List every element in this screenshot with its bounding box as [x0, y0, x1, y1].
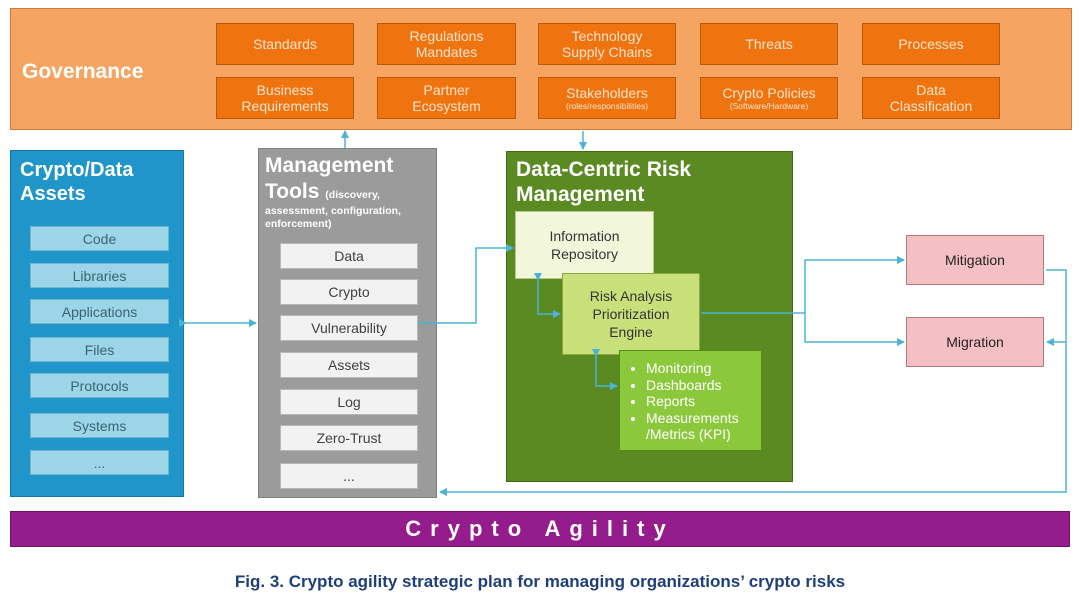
arrow-repository-risk — [534, 273, 561, 318]
asset-item-code: Code — [30, 226, 169, 251]
gov-item-label: Regulations — [409, 28, 484, 44]
management-subtitle: (discovery, — [325, 189, 380, 201]
asset-item-files: Files — [30, 337, 169, 362]
tool-item-data: Data — [280, 243, 418, 269]
asset-item-protocols: Protocols — [30, 373, 169, 398]
risk-management-title: Data-Centric Risk Management — [516, 157, 691, 207]
figure-caption: Fig. 3. Crypto agility strategic plan fo… — [234, 572, 846, 591]
risk-title-line: Data-Centric Risk — [516, 158, 692, 181]
gov-item-label: Technology — [571, 28, 643, 44]
gov-item-label: Crypto Policies — [722, 85, 816, 101]
gov-item-processes: Processes — [862, 23, 1000, 65]
crypto-agility-bar: Crypto Agility — [10, 511, 1070, 547]
governance-title: Governance — [22, 60, 144, 83]
monitoring-item: Dashboards — [646, 377, 761, 394]
management-subtitle: assessment, configuration, enforcement) — [265, 205, 401, 230]
gov-item-label: Partner — [423, 82, 470, 98]
gov-item-label: Stakeholders — [566, 85, 648, 101]
asset-item-libraries: Libraries — [30, 263, 169, 288]
tool-item-crypto: Crypto — [280, 279, 418, 305]
gov-item-label: Mandates — [415, 44, 478, 60]
gov-item-label: Requirements — [241, 98, 329, 114]
risk-title-line: Management — [516, 183, 645, 206]
gov-item-data-classification: Data Classification — [862, 77, 1000, 119]
gov-item-technology: Technology Supply Chains — [538, 23, 676, 65]
asset-item-systems: Systems — [30, 413, 169, 438]
arrow-tools-to-repository — [418, 244, 514, 324]
gov-item-label: Supply Chains — [561, 44, 653, 60]
tool-item-vulnerability: Vulnerability — [280, 315, 418, 341]
gov-item-label: Classification — [889, 98, 973, 114]
gov-item-label: Threats — [745, 36, 793, 52]
arrow-risk-monitoring — [592, 349, 618, 390]
migration-box: Migration — [906, 317, 1044, 367]
gov-item-partner-ecosystem: Partner Ecosystem — [377, 77, 516, 119]
gov-item-label: Business — [256, 82, 314, 98]
assets-title-line: Assets — [20, 183, 86, 205]
monitoring-item: Reports — [646, 393, 761, 410]
arrow-risk-to-mitigation — [701, 256, 905, 314]
monitoring-box: Monitoring Dashboards Reports Measuremen… — [619, 350, 762, 451]
mitigation-box: Mitigation — [906, 235, 1044, 285]
assets-title: Crypto/Data Assets — [20, 158, 133, 206]
arrow-risk-to-migration — [804, 313, 905, 346]
gov-item-crypto-policies: Crypto Policies (Software/Hardware) — [700, 77, 838, 119]
gov-item-label: Ecosystem — [412, 98, 481, 114]
management-title-line: Management — [265, 154, 394, 177]
arrow-feedback-loop — [439, 269, 1067, 496]
gov-item-stakeholders: Stakeholders (roles/responsibilities) — [538, 77, 676, 119]
risk-engine-line: Prioritization — [592, 306, 670, 322]
gov-item-label: Processes — [898, 36, 964, 52]
gov-item-business-requirements: Business Requirements — [216, 77, 354, 119]
monitoring-item: Monitoring — [646, 360, 761, 377]
tool-item-assets: Assets — [280, 352, 418, 378]
monitoring-item: Measurements /Metrics (KPI) — [646, 410, 761, 443]
gov-item-threats: Threats — [700, 23, 838, 65]
assets-title-line: Crypto/Data — [20, 159, 134, 181]
tool-item-zero-trust: Zero-Trust — [280, 425, 418, 451]
management-title-line: Tools — [265, 180, 320, 203]
risk-engine-line: Engine — [609, 324, 653, 340]
gov-item-sublabel: (Software/Hardware) — [729, 101, 809, 111]
gov-item-regulations: Regulations Mandates — [377, 23, 516, 65]
gov-item-label: Standards — [253, 36, 317, 52]
asset-item-applications: Applications — [30, 299, 169, 324]
gov-item-label: Data — [916, 82, 946, 98]
information-repository-box: Information Repository — [515, 211, 654, 279]
tool-item-log: Log — [280, 389, 418, 415]
asset-item-more: ... — [30, 450, 169, 475]
info-repo-line: Repository — [551, 246, 618, 262]
info-repo-line: Information — [549, 228, 620, 244]
gov-item-standards: Standards — [216, 23, 354, 65]
tool-item-more: ... — [280, 463, 418, 489]
risk-engine-line: Risk Analysis — [589, 288, 673, 304]
management-tools-title: Management Tools (discovery, — [265, 153, 393, 208]
gov-item-sublabel: (roles/responsibilities) — [565, 101, 649, 111]
